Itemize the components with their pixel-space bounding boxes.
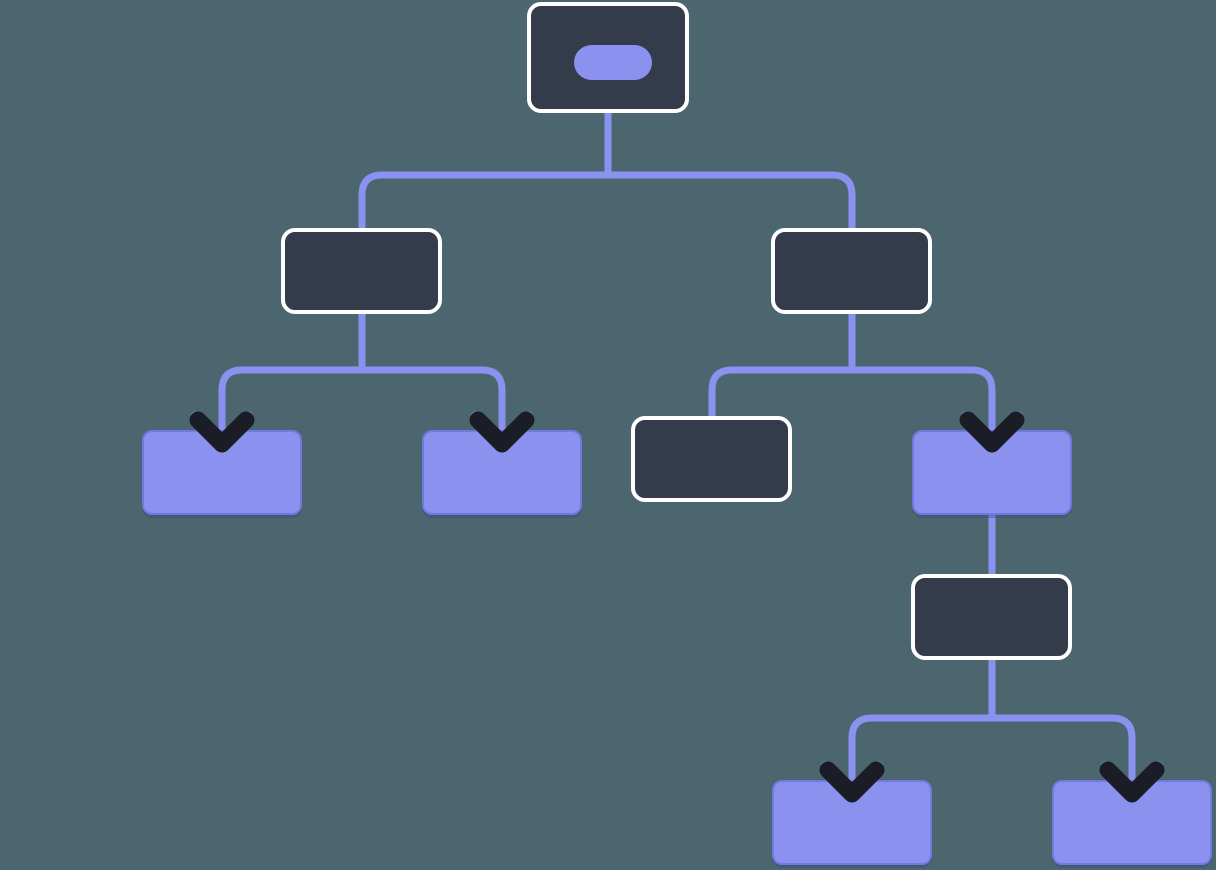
edge-n2-n4 [218, 366, 362, 438]
node-leaf-5[interactable] [1052, 780, 1212, 865]
edge-n8-n9 [848, 714, 992, 788]
node-root[interactable] [527, 2, 689, 113]
edge-n8-n10 [992, 714, 1136, 788]
edge-n1-n3 [608, 171, 856, 228]
edge-n3-n7 [852, 366, 996, 438]
edge-n2-n5 [362, 366, 506, 438]
edge-n3-n6 [708, 366, 852, 416]
node-level4-dark[interactable] [911, 574, 1072, 660]
node-level2-left[interactable] [281, 228, 442, 314]
node-level3-dark[interactable] [631, 416, 792, 502]
edge-n1-n2 [358, 171, 608, 228]
node-leaf-2[interactable] [422, 430, 582, 515]
node-leaf-3[interactable] [912, 430, 1072, 515]
root-badge-pill [574, 45, 652, 80]
node-leaf-4[interactable] [772, 780, 932, 865]
node-leaf-1[interactable] [142, 430, 302, 515]
node-level2-right[interactable] [771, 228, 932, 314]
